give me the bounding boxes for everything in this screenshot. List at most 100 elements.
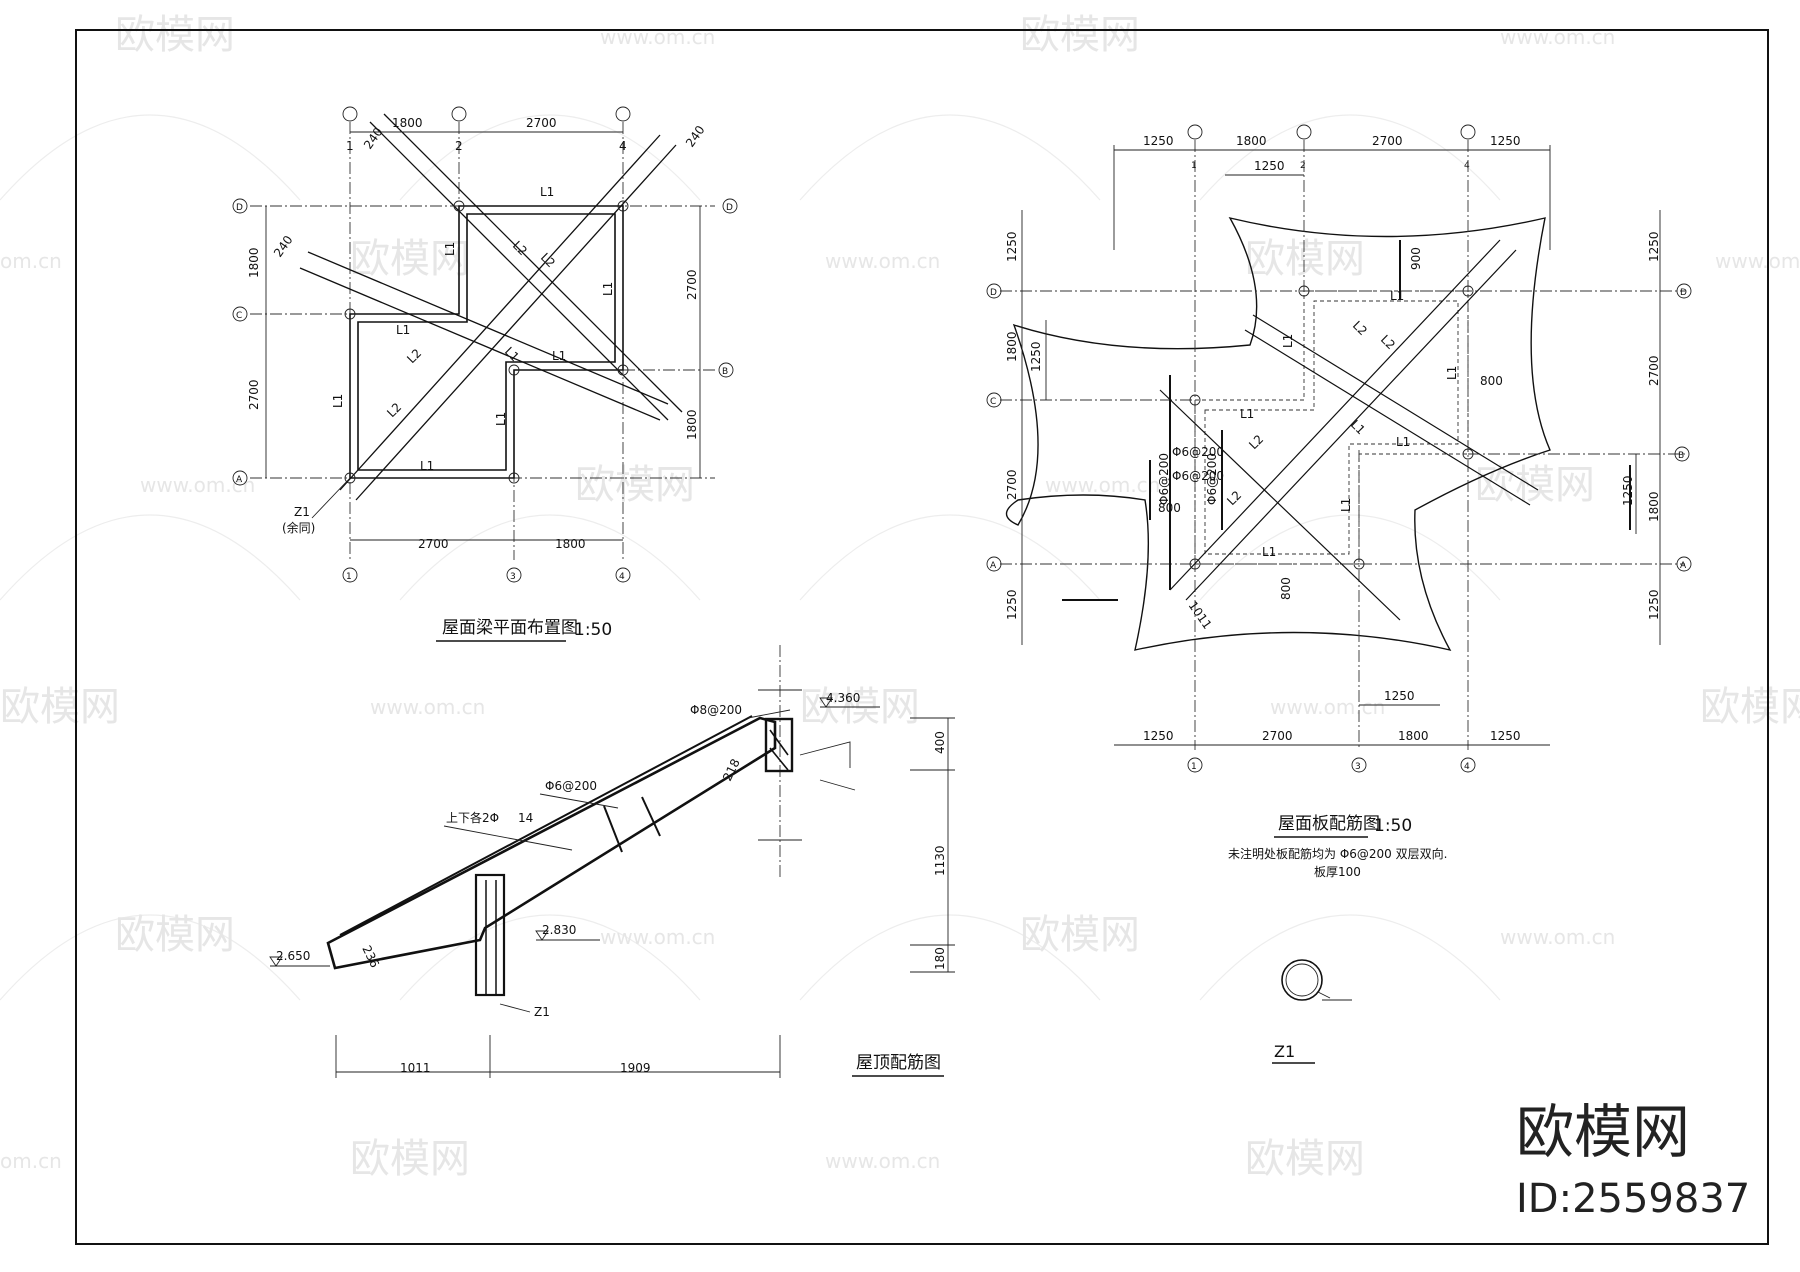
beam-label: L2 [1224,488,1244,508]
axis-bubble [506,567,522,583]
axis-label: 3 [1355,762,1361,772]
beam-label: L2 [510,238,530,258]
axis-label: 4 [1464,762,1470,772]
axis-bubble [342,567,358,583]
axis-label: 2 [1300,161,1306,171]
watermark-url: www.om.cn [600,925,715,949]
dimension: 800 [1158,501,1181,515]
dimension: 2700 [418,537,449,551]
dimension: 240 [361,125,386,152]
dimension: 1800 [1005,331,1019,362]
dimension: 1011 [400,1061,431,1075]
drawing-title: 屋顶配筋图 [856,1053,941,1073]
dimension: 1250 [1143,134,1174,148]
watermark-url: www.om.cn [600,25,715,49]
sloped-slab [326,716,777,970]
watermark-brand: 欧模网 [1020,12,1140,58]
axis-bubble [722,198,738,214]
axis-bubble [1187,757,1203,773]
watermark-brand: 欧模网 [115,912,235,958]
axis-bubble [1296,124,1312,140]
watermark-url: www.om.cn [140,473,255,497]
drawing-title: 屋面板配筋图 [1278,814,1380,834]
axis-label: 3 [510,572,516,582]
watermark-arcs [0,114,1501,1001]
dimension: 2700 [685,269,699,300]
beam-label: L1 [1281,334,1295,348]
beam-label: L1 [443,242,457,256]
dimension: 1130 [933,845,947,876]
dimension: 1250 [1005,589,1019,620]
column-label: Z1 [294,505,310,519]
roof-section: 4.360 2.830 2.650 Φ8@200 Φ6@200 上下各2Φ 14… [269,645,955,1078]
watermark-brand: 欧模网 [575,462,695,508]
dimension: 2700 [247,379,261,410]
axis-bubble [718,362,734,378]
watermark-brand: 欧模网 [1245,236,1365,282]
watermark-url: www.om.cn [1500,925,1615,949]
axis-label: 4 [619,572,625,582]
axis-bubble [232,306,248,322]
dimension: 1250 [1254,159,1285,173]
slab-note: 板厚100 [1314,865,1361,879]
beam-plan: 1 2 4 1 3 4 D C A D B 1800 2700 2700 180… [232,106,738,642]
watermarks: 欧模网 欧模网 www.om.cn www.om.cn om.cn 欧模网 ww… [0,12,1800,1182]
axis-bubble [1676,283,1692,299]
rebar-label: Φ8@200 [690,703,742,717]
dimension: 1800 [555,537,586,551]
watermark-brand: 欧模网 [1245,1136,1365,1182]
axis-label: A [990,561,997,571]
rebar-label: 上下各2Φ [446,810,499,825]
dimension: 1011 [1186,599,1215,632]
dimension: 2700 [1005,469,1019,500]
dimension: 1909 [620,1061,651,1075]
axis-label: 1 [346,572,352,582]
dimension: 1250 [1647,589,1661,620]
rebar-label: Φ6@200 [1172,445,1224,459]
dimension: 900 [1409,247,1423,270]
axis-label: D [990,288,997,298]
elevation-mark: 2.830 [542,923,576,937]
rebar-label: 14 [518,811,533,825]
dimension: 180 [933,947,947,970]
beam-label: L1 [1339,498,1353,512]
watermark-brand: 欧模网 [350,1136,470,1182]
dimension: 1250 [1384,689,1415,703]
dimension: 1800 [1647,491,1661,522]
dimension: 800 [1480,374,1503,388]
rebar-label: Φ6@200 [1157,453,1171,505]
axis-bubble [232,198,248,214]
dimension: 2700 [1372,134,1403,148]
axis-bubble [986,392,1002,408]
dimension: 2700 [1262,729,1293,743]
beam-label: L2 [404,346,424,366]
watermark-url: www.om.cn [1715,249,1800,273]
watermark-url: www.om.cn [825,1149,940,1173]
axis-bubble [1674,446,1690,462]
top-beam [764,717,794,773]
beam-label: L1 [1262,545,1276,559]
beam-label: L1 [1348,417,1368,437]
dimension: 1250 [1621,475,1635,506]
axis-label: 2 [455,139,463,153]
dimension: 1250 [1647,231,1661,262]
roof-outline [1005,216,1551,652]
axis-label: D [726,203,733,213]
axis-label: D [1680,288,1687,298]
axis-bubble [451,106,467,122]
beam-label: L2 [384,400,404,420]
axis-bubble [986,556,1002,572]
elevation-mark: 4.360 [826,691,860,705]
beam-label: L1 [1396,435,1410,449]
diagonal-beam [299,113,683,501]
watermark-url: www.om.cn [825,249,940,273]
dimension: 1250 [1490,729,1521,743]
column-label: Z1 [534,1005,550,1019]
axis-bubble [615,567,631,583]
watermark-url: www.om.cn [1500,25,1615,49]
axis-label: A [236,475,243,485]
beam-label: L2 [1378,332,1398,352]
beam-outline-l1 [349,205,624,479]
drawing-frame [75,29,1769,1245]
axis-bubble [986,283,1002,299]
